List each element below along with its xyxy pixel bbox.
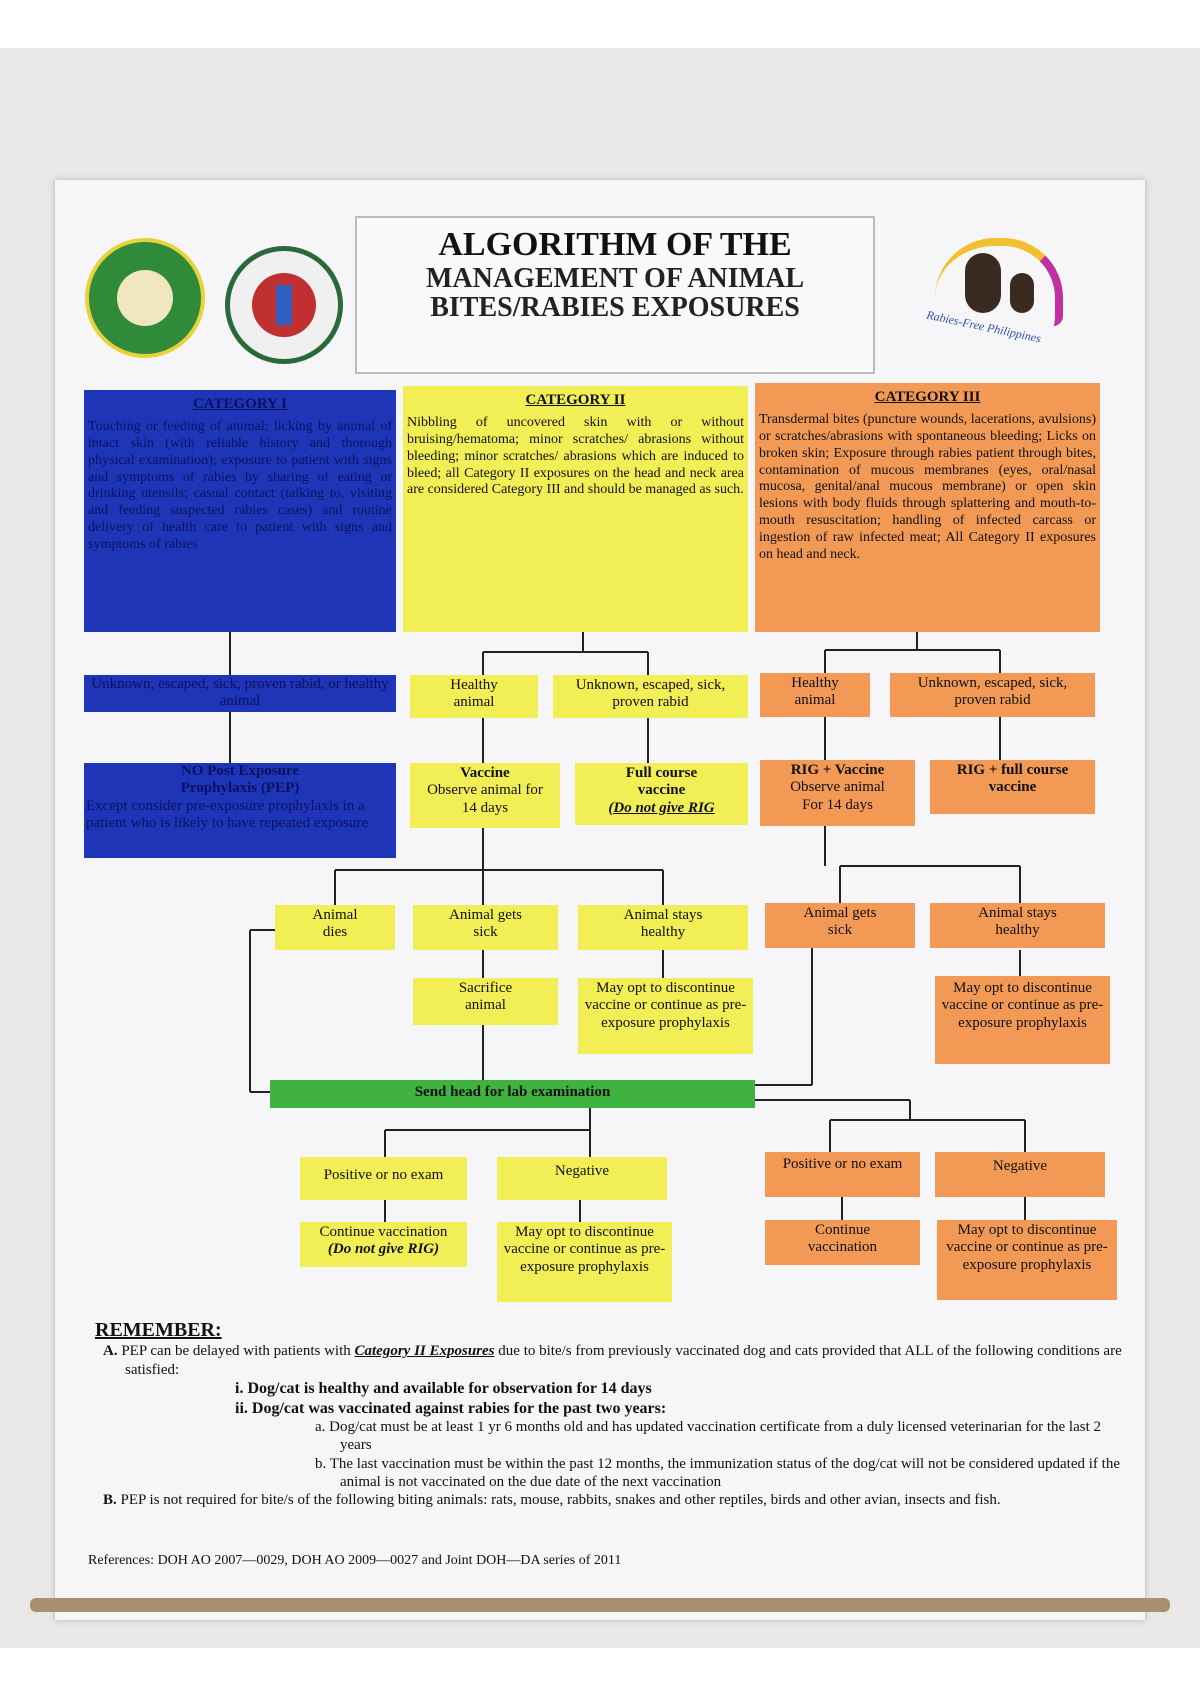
cat2-sacrifice-animal-box: Sacrifice animal [413, 978, 558, 1025]
left-opt-discontinue-box: May opt to discontinue vaccine or contin… [497, 1222, 672, 1302]
remember-sub-b-label: b. [315, 1455, 327, 1472]
cat2-full-course-title: Full course vaccine [625, 765, 698, 799]
remember-a-category-link: Category II Exposures [354, 1343, 495, 1360]
cat1-animal-box: Unknown, escaped, sick, proven rabid, or… [84, 675, 396, 712]
category-2-box: CATEGORY II Nibbling of uncovered skin w… [403, 386, 748, 632]
left-negative-box: Negative [497, 1157, 667, 1200]
district-hospital-seal-icon [225, 246, 343, 364]
remember-item-a: A. PEP can be delayed with patients with… [95, 1342, 1125, 1379]
remember-b-prefix: B. [103, 1492, 117, 1509]
remember-a-text-1: PEP can be delayed with patients with [121, 1343, 351, 1360]
remember-b-text: PEP is not required for bite/s of the fo… [120, 1492, 1001, 1509]
title-box: ALGORITHM OF THE MANAGEMENT OF ANIMAL BI… [355, 216, 875, 374]
title-line-1: ALGORITHM OF THE [438, 226, 792, 263]
category-3-description: Transdermal bites (puncture wounds, lace… [759, 412, 1096, 562]
remember-sub-a-label: a. [315, 1419, 326, 1436]
category-3-box: CATEGORY III Transdermal bites (puncture… [755, 383, 1100, 632]
remember-section: REMEMBER: A. PEP can be delayed with pat… [95, 1318, 1125, 1510]
cat1-no-pep-note: Except consider pre-exposure prophylaxis… [86, 797, 368, 831]
remember-item-b: B. PEP is not required for bite/s of the… [95, 1491, 1125, 1509]
remember-sub-b: b. The last vaccination must be within t… [95, 1455, 1125, 1492]
right-positive-no-exam-box: Positive or no exam [765, 1152, 920, 1197]
references: References: DOH AO 2007—0029, DOH AO 200… [88, 1553, 622, 1568]
remember-a-prefix: A. [103, 1343, 118, 1360]
cat1-no-pep-title: NO Post Exposure Prophylaxis (PEP) [180, 763, 300, 797]
cat2-healthy-animal-box: Healthy animal [410, 675, 538, 718]
cat3-animal-gets-sick-box: Animal gets sick [765, 903, 915, 948]
cat2-opt-discontinue-box: May opt to discontinue vaccine or contin… [578, 978, 753, 1054]
doh-seal-icon [85, 238, 205, 358]
cat2-unknown-animal-box: Unknown, escaped, sick, proven rabid [553, 675, 748, 718]
remember-condition-i: i. Dog/cat is healthy and available for … [95, 1379, 1125, 1399]
cat2-vaccine-box: Vaccine Observe animal for 14 days [410, 763, 560, 828]
rabies-free-philippines-logo-icon: Rabies-Free Philippines [905, 228, 1075, 358]
remember-sub-a: a. Dog/cat must be at least 1 yr 6 month… [95, 1418, 1125, 1455]
poster-rod [30, 1598, 1170, 1612]
category-2-description: Nibbling of uncovered skin with or witho… [407, 415, 744, 498]
cat3-rig-vaccine-note: Observe animal For 14 days [790, 779, 885, 813]
cat3-opt-discontinue-box: May opt to discontinue vaccine or contin… [935, 976, 1110, 1064]
remember-a-text-2: due to bite/s from previously vaccinated… [125, 1343, 1122, 1378]
remember-sub-a-text: Dog/cat must be at least 1 yr 6 months o… [329, 1419, 1101, 1454]
category-3-heading: CATEGORY III [874, 389, 981, 405]
remember-ii-label: ii. [235, 1399, 248, 1417]
send-head-lab-exam-box: Send head for lab examination [270, 1080, 755, 1108]
category-1-description: Touching or feeding of animal; licking b… [88, 419, 392, 552]
cat3-unknown-animal-box: Unknown, escaped, sick, proven rabid [890, 673, 1095, 717]
cat3-rig-vaccine-box: RIG + Vaccine Observe animal For 14 days [760, 760, 915, 826]
cat2-vaccine-title: Vaccine [460, 765, 510, 781]
cat3-healthy-animal-box: Healthy animal [760, 673, 870, 717]
cat2-full-course-box: Full course vaccine (Do not give RIG [575, 763, 748, 825]
right-continue-vaccination-box: Continue vaccination [765, 1220, 920, 1265]
cat2-animal-dies-box: Animal dies [275, 905, 395, 950]
category-2-heading: CATEGORY II [525, 392, 626, 408]
left-continue-vaccination-label: Continue vaccination [319, 1224, 448, 1240]
left-continue-vaccination-note: (Do not give RIG) [327, 1241, 440, 1258]
remember-heading: REMEMBER: [95, 1319, 222, 1341]
remember-condition-ii: ii. Dog/cat was vaccinated against rabie… [95, 1399, 1125, 1419]
cat3-animal-stays-healthy-box: Animal stays healthy [930, 903, 1105, 948]
cat3-rig-full-course-box: RIG + full course vaccine [930, 760, 1095, 814]
right-opt-discontinue-box: May opt to discontinue vaccine or contin… [937, 1220, 1117, 1300]
title-line-3: BITES/RABIES EXPOSURES [430, 292, 800, 324]
category-1-box: CATEGORY I Touching or feeding of animal… [84, 390, 396, 632]
cat2-vaccine-note: Observe animal for 14 days [427, 782, 543, 816]
category-1-heading: CATEGORY I [192, 396, 288, 412]
right-negative-box: Negative [935, 1152, 1105, 1197]
cat2-animal-stays-healthy-box: Animal stays healthy [578, 905, 748, 950]
cat2-full-course-note: (Do not give RIG [608, 799, 715, 816]
cat2-animal-gets-sick-box: Animal gets sick [413, 905, 558, 950]
left-positive-no-exam-box: Positive or no exam [300, 1157, 467, 1200]
cat1-no-pep-box: NO Post Exposure Prophylaxis (PEP) Excep… [84, 763, 396, 858]
left-continue-vaccination-box: Continue vaccination (Do not give RIG) [300, 1222, 467, 1267]
remember-i-text: Dog/cat is healthy and available for obs… [247, 1379, 652, 1397]
remember-i-label: i. [235, 1379, 244, 1397]
cat3-rig-vaccine-title: RIG + Vaccine [790, 762, 885, 778]
remember-sub-b-text: The last vaccination must be within the … [329, 1455, 1120, 1490]
title-line-2: MANAGEMENT OF ANIMAL [426, 263, 804, 294]
remember-ii-text: Dog/cat was vaccinated against rabies fo… [251, 1399, 667, 1417]
